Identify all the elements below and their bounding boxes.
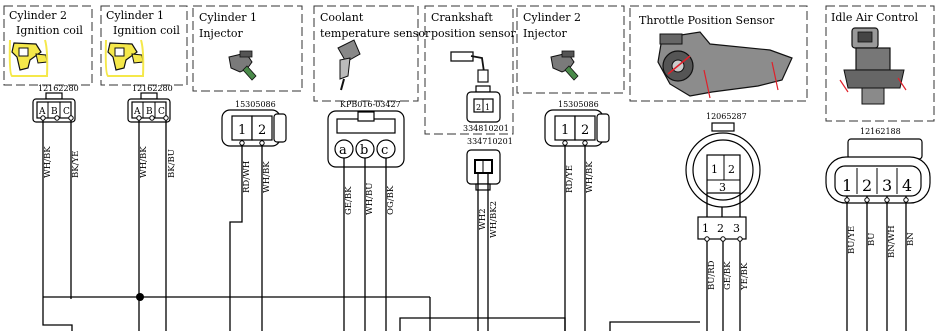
pin-label: 2	[581, 123, 589, 138]
wire-label: BK/BU	[167, 149, 177, 178]
part-numbers: 12162280 12162280 15305086 KPB016-03427 …	[38, 84, 901, 146]
box-title: Coolant	[320, 11, 364, 24]
pin-label: C	[63, 107, 70, 117]
box-subtitle: Injector	[199, 27, 244, 40]
connector-crank-upper: 2 1	[466, 85, 501, 123]
part-number-injector-1: 15305086	[235, 100, 276, 109]
part-number-tps: 12065287	[706, 112, 747, 121]
part-number-crank-lower: 334710201	[467, 137, 513, 146]
pin-label: 1	[842, 176, 852, 195]
ignition-coil-1-picture	[104, 39, 145, 77]
box-crankshaft-position-sensor: Crankshaft position sensor	[424, 5, 516, 135]
connector-tps-pin-strip: 1 2 3	[697, 216, 747, 240]
wire-label: WH/BK2	[489, 201, 499, 238]
wire-label: BN/WH	[887, 225, 897, 258]
wire-label: WH/BU	[365, 183, 375, 215]
connector-tps: 1 2 3	[685, 122, 761, 208]
wire-label: WH/BK	[585, 161, 595, 193]
pin-label: b	[360, 143, 368, 158]
wire-label: WH2	[478, 208, 488, 230]
wire-label: BU/RD	[707, 260, 717, 290]
pin-label: 2	[862, 176, 872, 195]
pin-label: 1	[561, 123, 569, 138]
pin-label: 1	[702, 222, 709, 235]
connector-iac: 1 2 3 4	[825, 138, 931, 204]
wire-labels: WH/BK BK/YE WH/BK BK/BU RD/WH WH/BK GE/B…	[43, 146, 916, 291]
pin-label: 3	[882, 176, 892, 195]
connector-injector-1: 1 2	[221, 109, 287, 147]
pin-label: 2	[258, 123, 266, 138]
ignition-coil-2-picture	[8, 39, 49, 77]
box-cylinder-1-ignition-coil: Cylinder 1 Ignition coil	[100, 5, 188, 86]
pin-label: 3	[719, 181, 726, 194]
pin-label: 1	[485, 103, 490, 112]
wire-label: OG/BK	[386, 185, 396, 215]
connector-injector-2: 1 2	[544, 109, 610, 147]
wire-label: BU/YE	[847, 226, 857, 254]
wiring	[40, 115, 909, 335]
connector-coil-2: A B C	[32, 92, 76, 123]
pin-label: 4	[902, 176, 912, 195]
coolant-sensor-picture	[337, 39, 361, 91]
wire-label: RD/YE	[565, 165, 575, 193]
pin-label: 2	[728, 163, 735, 176]
box-title: Cylinder 1	[199, 11, 257, 24]
pin-label: A	[38, 107, 46, 117]
pin-label: 1	[238, 123, 246, 138]
pin-label: 2	[717, 222, 724, 235]
box-title: Idle Air Control	[831, 11, 919, 24]
pin-label: c	[381, 143, 388, 158]
part-number-injector-2: 15305086	[558, 100, 599, 109]
part-number-crank-upper: 334810201	[463, 124, 509, 133]
box-title: Cylinder 2	[523, 11, 581, 24]
box-title: Cylinder 1	[106, 9, 164, 22]
box-subtitle: position sensor	[431, 27, 516, 40]
ground-junction	[136, 293, 144, 301]
part-number-coolant-sensor: KPB016-03427	[340, 100, 401, 109]
box-idle-air-control: Idle Air Control	[825, 5, 935, 122]
pin-label: 1	[711, 163, 718, 176]
part-number-iac: 12162188	[860, 127, 901, 136]
injector-2-picture	[550, 50, 579, 81]
wire-label: BN	[906, 232, 916, 246]
pin-label: B	[146, 107, 153, 117]
box-subtitle: Injector	[523, 27, 568, 40]
box-title: Crankshaft	[431, 11, 493, 24]
idle-air-control-picture	[839, 27, 907, 105]
throttle-sensor-picture	[657, 31, 793, 99]
wire-label: GE/BK	[723, 261, 733, 290]
part-number-coil-1: 12162280	[132, 84, 173, 93]
pin-label: B	[51, 107, 58, 117]
wire-label: YE/BK	[740, 262, 750, 291]
wire-label: RD/WH	[242, 161, 252, 193]
wire-label: WH/BK	[139, 146, 149, 178]
box-subtitle: temperature sensor	[320, 27, 431, 40]
injector-1-picture	[228, 50, 257, 81]
box-cylinder-2-injector: Cylinder 2 Injector	[516, 5, 625, 94]
box-coolant-temperature-sensor: Coolant temperature sensor	[313, 5, 431, 102]
pin-label: C	[158, 107, 165, 117]
wire-label: BK/YE	[71, 151, 81, 178]
box-cylinder-1-injector: Cylinder 1 Injector	[192, 5, 303, 92]
box-title: Throttle Position Sensor	[639, 14, 775, 27]
wire-label: WH/BK	[43, 146, 53, 178]
crankshaft-sensor-picture	[450, 51, 489, 83]
box-title: Cylinder 2	[9, 9, 67, 22]
connector-coolant-sensor: a b c	[327, 110, 405, 168]
box-subtitle: Ignition coil	[113, 24, 180, 37]
wire-label: GE/BK	[344, 186, 354, 215]
box-subtitle: Ignition coil	[16, 24, 83, 37]
wire-label: WH/BK	[262, 161, 272, 193]
pin-label: a	[339, 143, 347, 158]
pin-label: 3	[733, 222, 740, 235]
part-number-coil-2: 12162280	[38, 84, 79, 93]
pin-label: 2	[476, 103, 481, 112]
connector-crank-lower	[466, 149, 501, 191]
box-throttle-position-sensor: Throttle Position Sensor	[629, 5, 808, 102]
wire-label: BU	[867, 233, 877, 246]
box-cylinder-2-ignition-coil: Cylinder 2 Ignition coil	[3, 5, 93, 86]
pin-label: A	[133, 107, 141, 117]
